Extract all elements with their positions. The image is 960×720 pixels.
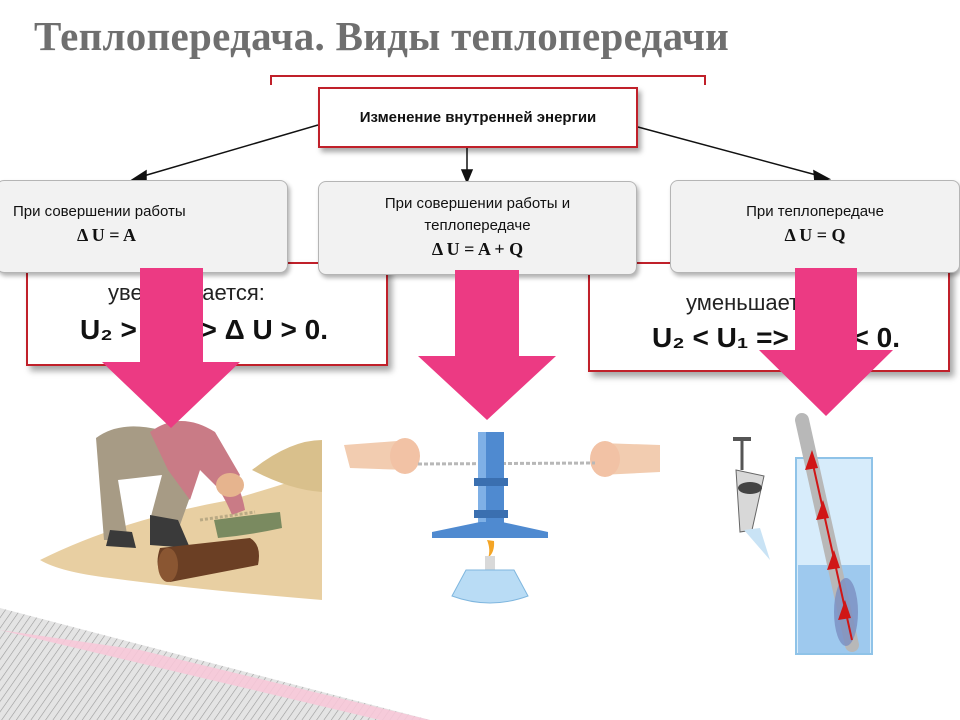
- card-work-heat: При совершении работы и теплопередаче Δ …: [318, 181, 637, 275]
- card-work-label: При совершении работы: [13, 203, 186, 220]
- rubbing-log-illustration: [40, 421, 322, 600]
- card-heat-label: При теплопередаче: [746, 203, 884, 220]
- root-box: Изменение внутренней энергии: [318, 87, 638, 148]
- card-work-heat-formula: Δ U = A + Q: [431, 239, 524, 259]
- page-title: Теплопередача. Виды теплопередачи: [34, 13, 730, 59]
- root-label: Изменение внутренней энергии: [359, 109, 597, 126]
- card-work-heat-label-1: При совершении работы и: [384, 195, 571, 212]
- card-work-heat-label-2: теплопередаче: [424, 217, 531, 234]
- rope-friction-illustration: [344, 432, 660, 604]
- decrease-formula: U₂ < U₁ => Δ U < 0.: [652, 322, 901, 353]
- header-frame: [270, 75, 706, 85]
- heated-tube-water-illustration: [733, 413, 873, 655]
- increase-formula: U₂ > U₁ => Δ U > 0.: [80, 314, 329, 345]
- card-work-formula: Δ U = A: [77, 225, 137, 245]
- arrow-down-icon: [102, 268, 893, 428]
- card-heat-formula: Δ U = Q: [784, 225, 846, 245]
- card-heat: При теплопередаче Δ U = Q: [670, 180, 960, 273]
